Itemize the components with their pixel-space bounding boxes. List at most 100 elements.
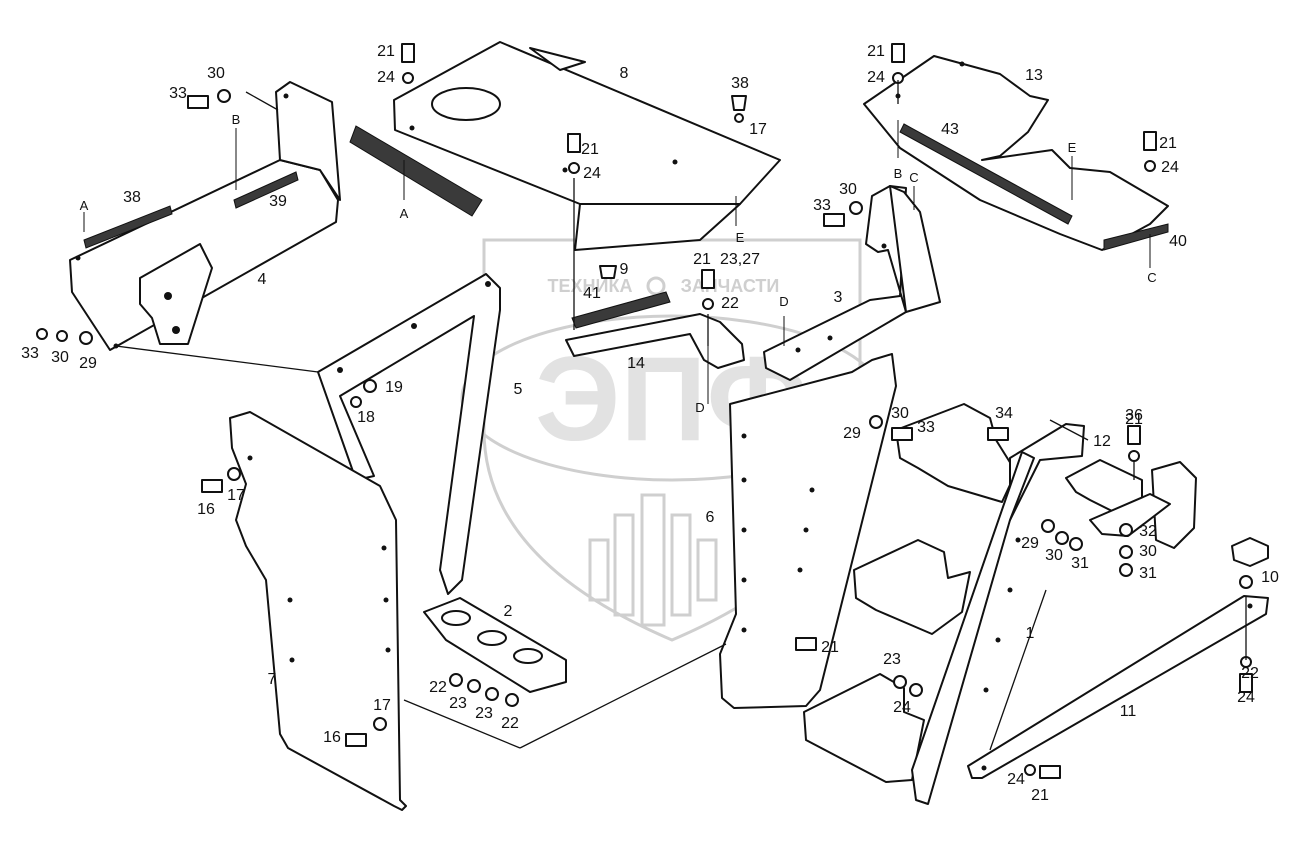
part-12-clip — [1065, 459, 1171, 537]
callout-label: 24 — [1161, 159, 1179, 176]
callout-label: 17 — [749, 121, 767, 138]
section-arrow-label: C — [1147, 270, 1156, 285]
part-38-seal-strip-right — [233, 171, 299, 209]
callout-label: 29 — [843, 425, 861, 442]
callout-label: 22 — [429, 679, 447, 696]
callout-label: 36 — [1125, 407, 1143, 424]
callout-label: 21 — [693, 251, 711, 268]
callout-label: 21 — [1031, 787, 1049, 804]
section-arrow-label: E — [736, 230, 745, 245]
part-11-rod — [967, 595, 1269, 779]
section-arrow-label: D — [779, 294, 788, 309]
bolt-icon — [987, 427, 1009, 441]
bolt-icon — [1127, 425, 1141, 462]
callout-label: 33 — [21, 345, 39, 362]
callout-label: 24 — [377, 69, 395, 86]
section-arrow-label: B — [894, 166, 903, 181]
bolt-icon — [795, 637, 817, 651]
callout-label: 40 — [1169, 233, 1187, 250]
section-arrow-label: B — [232, 112, 241, 127]
callout-label: 31 — [1139, 565, 1157, 582]
callout-label: 33 — [169, 85, 187, 102]
callout-label: 39 — [269, 193, 287, 210]
callout-label: 30 — [1139, 543, 1157, 560]
callout-label: 33 — [917, 419, 935, 436]
callout-label: 22 — [501, 715, 519, 732]
fasteners — [36, 43, 1253, 779]
callout-label: 43 — [941, 121, 959, 138]
watermark-line2: ЗАПЧАСТИ — [681, 276, 780, 296]
callout-label: 16 — [323, 729, 341, 746]
callout-label: 7 — [268, 671, 277, 688]
bolt-icon — [1024, 764, 1061, 779]
callout-label: 22 — [721, 295, 739, 312]
callout-label: 21 — [821, 639, 839, 656]
callout-label: 29 — [79, 355, 97, 372]
part-39-seal-strip — [1103, 223, 1169, 251]
section-arrow-label: D — [695, 400, 704, 415]
watermark-buildings-icon — [588, 493, 718, 627]
part-6-panel — [719, 353, 897, 709]
callout-label: 10 — [1261, 569, 1279, 586]
callout-label: 16 — [197, 501, 215, 518]
push-rivet-icon — [731, 95, 747, 123]
grommet-icon — [599, 265, 617, 279]
callout-label: 5 — [514, 381, 523, 398]
part-38-seal-strip-left — [83, 205, 173, 249]
washer-stack-icon — [350, 379, 377, 408]
bolt-icon — [869, 415, 913, 441]
part-8-top-cover — [393, 41, 781, 251]
callout-label: 6 — [706, 509, 715, 526]
callout-label: 11 — [1120, 703, 1137, 720]
callout-label: 23 — [883, 651, 901, 668]
part-2-saddle — [423, 597, 567, 693]
callout-label: 31 — [1071, 555, 1089, 572]
callout-label: 24 — [1007, 771, 1025, 788]
part-7-panel — [229, 411, 407, 811]
callout-label: 30 — [839, 181, 857, 198]
callout-label: 24 — [583, 165, 601, 182]
washer-stack-icon — [893, 675, 923, 697]
callout-label: 38 — [731, 75, 749, 92]
leader-lines — [83, 80, 1247, 751]
mount-pads-lower — [803, 673, 925, 783]
callout-label: 19 — [385, 379, 403, 396]
washer-stack-icon — [449, 673, 519, 707]
callout-label: 30 — [51, 349, 69, 366]
callout-label: 30 — [1045, 547, 1063, 564]
callout-label: 21 — [377, 43, 395, 60]
bolt-icon — [1143, 131, 1157, 172]
callout-label: 33 — [813, 197, 831, 214]
callout-label: 1 — [1026, 625, 1035, 642]
part-1-bar — [911, 423, 1085, 805]
watermark-gear-icon — [646, 276, 666, 296]
part-43-seal-strip — [349, 125, 483, 217]
callout-label: 21 — [867, 43, 885, 60]
mount-pads-upper — [895, 403, 1197, 549]
callout-label: 3 — [834, 289, 843, 306]
callout-label: 29 — [1021, 535, 1039, 552]
bolt-icon — [823, 201, 863, 227]
part-40-seal-strip — [571, 291, 671, 329]
callout-label: 30 — [891, 405, 909, 422]
part-3-bracket — [763, 185, 941, 381]
callout-label: 32 — [1139, 523, 1157, 540]
callout-label: 30 — [207, 65, 225, 82]
bolt-icon — [891, 43, 905, 84]
section-arrow-label: A — [80, 198, 89, 213]
watermark-line1: ТЕХНИКА — [548, 276, 633, 296]
bolt-icon — [701, 269, 715, 310]
callout-label: 21 — [581, 141, 599, 158]
bolt-icon — [401, 43, 415, 84]
callout-label: 38 — [123, 189, 141, 206]
bolt-icon — [567, 133, 581, 174]
bolt-icon — [201, 467, 241, 493]
part-13-top-plate — [863, 55, 1169, 251]
part-14-bracket — [565, 291, 745, 369]
washer-stack-icon — [36, 328, 93, 345]
callout-label: 23,27 — [720, 251, 760, 268]
callout-label: 23 — [449, 695, 467, 712]
